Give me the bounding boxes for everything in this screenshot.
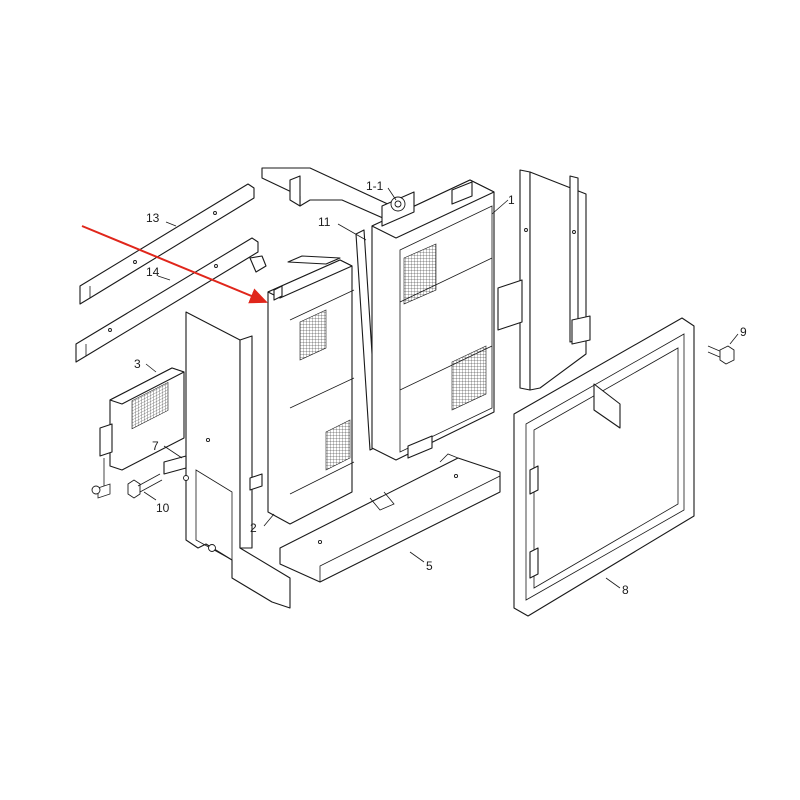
- leader-lines: [143, 187, 739, 589]
- upper-bracket: [261, 167, 393, 223]
- callout-5: 5: [426, 559, 433, 573]
- callout-11: 11: [318, 215, 331, 229]
- side-frame: [497, 169, 591, 391]
- callout-8: 8: [622, 583, 629, 597]
- bottom-tray-5: [279, 453, 501, 583]
- oil-cooler-2: [249, 255, 355, 525]
- rail-14: [75, 237, 267, 363]
- rail-13: [79, 183, 255, 305]
- bolt-9: [707, 345, 735, 365]
- cooler-3: [91, 367, 185, 499]
- callout-13: 13: [146, 211, 160, 225]
- callout-10: 10: [156, 501, 170, 515]
- callout-1: 1: [508, 193, 515, 207]
- callout-labels: 1-1 1 11 13 14 3 7 10 2 5 9 8: [134, 179, 747, 597]
- callout-1-1: 1-1: [366, 179, 384, 193]
- frame-panel-8: [513, 317, 695, 617]
- callout-3: 3: [134, 357, 141, 371]
- support-bracket-7: [163, 311, 291, 609]
- highlight-arrow: [81, 225, 268, 304]
- callout-9: 9: [740, 325, 747, 339]
- radiator-core-1: [371, 179, 495, 461]
- callout-2: 2: [250, 521, 257, 535]
- bolt-10: [127, 473, 163, 499]
- callout-7: 7: [152, 439, 159, 453]
- callout-14: 14: [146, 265, 160, 279]
